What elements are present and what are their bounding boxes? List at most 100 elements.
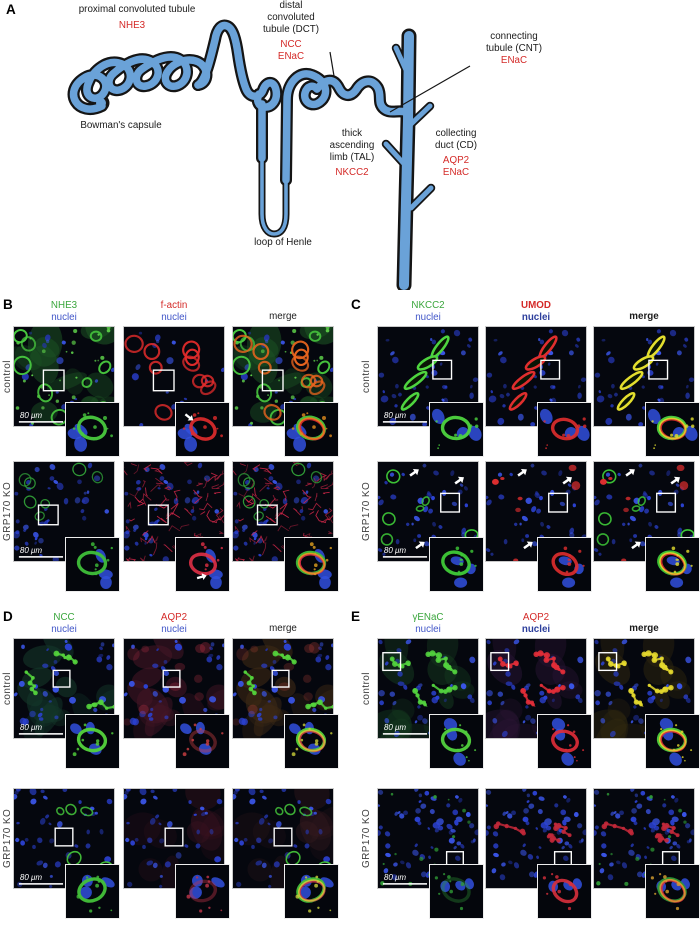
magnified-inset-d-row1-col1 bbox=[175, 864, 230, 919]
label-proximal-convoluted-tubule: proximal convoluted tubule bbox=[79, 4, 196, 16]
dct-leader-line bbox=[329, 51, 335, 77]
label-text: ascending bbox=[329, 140, 375, 151]
row-label-c-grp170ko: GRP170 KO bbox=[361, 481, 372, 542]
panel-letter-b: B bbox=[3, 297, 13, 312]
scale-bar-label: 80 μm bbox=[384, 873, 407, 882]
label-text: convoluted bbox=[267, 12, 315, 23]
nuclei-label: nuclei bbox=[415, 623, 441, 635]
scale-bar-label: 80 μm bbox=[20, 546, 43, 555]
magnified-inset-b-row1-col0 bbox=[65, 537, 120, 592]
nuclei-label: nuclei bbox=[415, 311, 441, 323]
nuclei-label: nuclei bbox=[161, 623, 187, 635]
label-text: distal bbox=[279, 0, 303, 11]
channel-label: NHE3 bbox=[50, 300, 78, 311]
magnified-inset-b-row1-col1 bbox=[175, 537, 230, 592]
channel-label: AQP2 bbox=[522, 612, 550, 623]
channel-label: NCC bbox=[53, 612, 75, 623]
magnified-inset-e-row0-col1 bbox=[537, 714, 592, 769]
channel-label: γENaC bbox=[412, 612, 444, 623]
scale-bar-label: 80 μm bbox=[20, 873, 43, 882]
gene-text: ENaC bbox=[500, 55, 528, 66]
column-header-b-nhe3: NHE3 nuclei bbox=[51, 300, 77, 323]
column-header-b-merge: merge bbox=[269, 311, 297, 322]
label-thick-ascending-limb: thick ascending limb (TAL) NKCC2 bbox=[330, 128, 375, 179]
scale-bar-label: 80 μm bbox=[384, 546, 407, 555]
panel-letter-e: E bbox=[351, 609, 361, 624]
gene-text: NCC bbox=[280, 39, 302, 50]
panel-letter-d: D bbox=[3, 609, 13, 624]
scale-bar-label: 80 μm bbox=[384, 723, 407, 732]
magnified-inset-b-row1-col2 bbox=[284, 537, 339, 592]
column-header-e-genac: γENaC nuclei bbox=[412, 612, 443, 635]
column-header-c-umod: UMOD nuclei bbox=[521, 300, 551, 323]
label-text: tubule (DCT) bbox=[262, 24, 320, 35]
label-text: Bowman's capsule bbox=[80, 120, 162, 131]
channel-label: UMOD bbox=[521, 300, 551, 311]
nuclei-label: nuclei bbox=[51, 311, 77, 323]
magnified-inset-c-row1-col2 bbox=[645, 537, 700, 592]
gene-text: NHE3 bbox=[118, 20, 146, 31]
magnified-inset-e-row1-col1 bbox=[537, 864, 592, 919]
scale-bar-label: 80 μm bbox=[20, 723, 43, 732]
magnified-inset-c-row1-col0 bbox=[429, 537, 484, 592]
label-text: proximal convoluted tubule bbox=[78, 4, 196, 15]
magnified-inset-c-row0-col2 bbox=[645, 402, 700, 457]
column-header-d-ncc: NCC nuclei bbox=[51, 612, 77, 635]
magnified-inset-d-row0-col0 bbox=[65, 714, 120, 769]
panel-letter-a: A bbox=[6, 2, 16, 17]
channel-label: AQP2 bbox=[160, 612, 188, 623]
label-text: connecting bbox=[490, 31, 538, 42]
bowmans-capsule-bulb-fill bbox=[96, 98, 106, 108]
magnified-inset-c-row0-col1 bbox=[537, 402, 592, 457]
row-label-e-grp170ko: GRP170 KO bbox=[361, 808, 372, 869]
column-header-e-aqp2: AQP2 nuclei bbox=[522, 612, 550, 635]
panel-letter-c: C bbox=[351, 297, 361, 312]
label-distal-convoluted-tubule: distal convoluted tubule (DCT) NCC ENaC bbox=[263, 0, 319, 63]
label-text: limb (TAL) bbox=[329, 152, 375, 163]
magnified-inset-d-row0-col1 bbox=[175, 714, 230, 769]
label-text: collecting bbox=[435, 128, 477, 139]
label-text: tubule (CNT) bbox=[485, 43, 543, 54]
label-text: loop of Henle bbox=[254, 237, 312, 248]
column-header-c-nkcc2: NKCC2 nuclei bbox=[411, 300, 444, 323]
magnified-inset-d-row1-col0 bbox=[65, 864, 120, 919]
nuclei-label: nuclei bbox=[521, 311, 551, 323]
leader-lines bbox=[329, 51, 471, 113]
gene-text: ENaC bbox=[442, 167, 470, 178]
magnified-inset-e-row1-col0 bbox=[429, 864, 484, 919]
gene-text: ENaC bbox=[277, 51, 305, 62]
nephron-diagram bbox=[67, 19, 471, 290]
magnified-inset-e-row1-col2 bbox=[645, 864, 700, 919]
gene-text: NKCC2 bbox=[335, 167, 369, 178]
magnified-inset-e-row0-col2 bbox=[645, 714, 700, 769]
nuclei-label: nuclei bbox=[51, 623, 77, 635]
channel-label: NKCC2 bbox=[411, 300, 445, 311]
cnt-leader-line bbox=[389, 65, 471, 113]
row-label-c-control: control bbox=[361, 360, 372, 393]
nuclei-label: nuclei bbox=[521, 623, 551, 635]
magnified-inset-c-row0-col0 bbox=[429, 402, 484, 457]
magnified-inset-b-row0-col1 bbox=[175, 402, 230, 457]
magnified-inset-e-row0-col0 bbox=[429, 714, 484, 769]
label-text: duct (CD) bbox=[435, 140, 477, 151]
column-header-d-aqp2: AQP2 nuclei bbox=[161, 612, 187, 635]
column-header-e-merge: merge bbox=[629, 623, 659, 634]
scale-bar-label: 80 μm bbox=[20, 411, 43, 420]
label-collecting-duct: collecting duct (CD) AQP2 ENaC bbox=[435, 128, 477, 179]
label-nhe3: NHE3 bbox=[119, 20, 145, 32]
magnified-inset-d-row1-col2 bbox=[284, 864, 339, 919]
label-loop-of-henle: loop of Henle bbox=[254, 237, 312, 249]
magnified-inset-b-row0-col2 bbox=[284, 402, 339, 457]
micrograph-d-row0-col2 bbox=[232, 638, 334, 739]
channel-label: f-actin bbox=[160, 300, 188, 311]
column-header-c-merge: merge bbox=[629, 311, 659, 322]
label-text: thick bbox=[341, 128, 363, 139]
label-connecting-tubule: connecting tubule (CNT) ENaC bbox=[486, 31, 542, 67]
gene-text: AQP2 bbox=[442, 155, 470, 166]
tubule-fill bbox=[69, 21, 434, 290]
column-header-d-merge: merge bbox=[269, 623, 297, 634]
scale-bar-label: 80 μm bbox=[384, 411, 407, 420]
column-header-b-factin: f-actin nuclei bbox=[161, 300, 188, 323]
nuclei-label: nuclei bbox=[161, 311, 187, 323]
